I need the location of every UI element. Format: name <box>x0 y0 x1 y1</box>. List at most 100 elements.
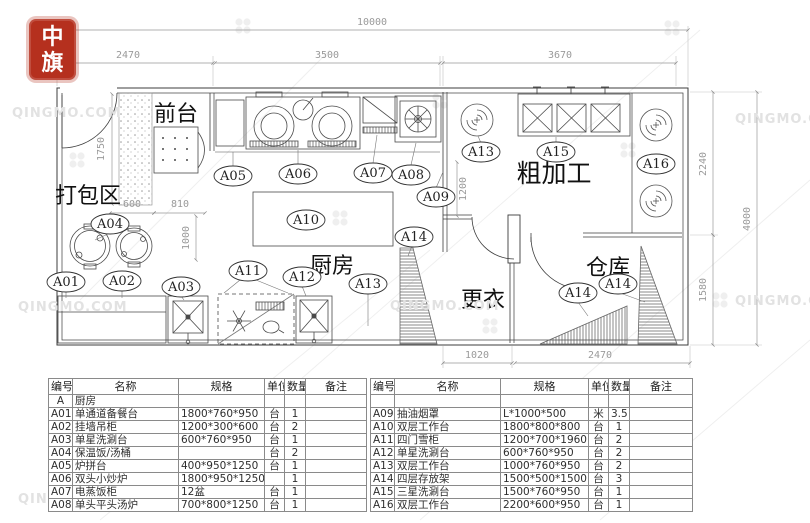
svg-text:A13: A13 <box>467 145 494 160</box>
room-labels: 前台 打包区 厨房 粗加工 更衣 仓库 <box>55 102 630 313</box>
tag-a16: A16 <box>636 153 676 175</box>
svg-text:A15: A15 <box>542 145 569 160</box>
stove-table-a05 <box>215 99 245 147</box>
svg-text:A05: A05 <box>219 169 246 184</box>
col-header-name: 名称 <box>72 378 179 395</box>
rack-wedge-a14 <box>399 247 438 345</box>
svg-text:A03: A03 <box>167 280 194 295</box>
svg-text:A10: A10 <box>292 213 319 228</box>
dim-right-upper: 2240 <box>698 152 709 176</box>
soup-stove-a08 <box>394 95 442 143</box>
svg-text:A14: A14 <box>400 230 427 245</box>
room-packing: 打包区 <box>55 184 121 209</box>
rack-wedge-a14 <box>539 305 628 345</box>
watermark-text: QINGMO.COM <box>735 294 810 309</box>
svg-text:A01: A01 <box>52 275 79 290</box>
sink-a03 <box>167 295 209 345</box>
svg-text:A07: A07 <box>359 166 386 181</box>
wok-stove-a06 <box>245 91 361 150</box>
col-header-unit: 单位 <box>588 378 609 395</box>
tag-a07: A07 <box>353 162 393 184</box>
storage-door-arc <box>530 236 584 290</box>
tag-a14: A14 <box>394 226 434 248</box>
tag-leaders <box>65 134 646 326</box>
textured-wall <box>118 92 153 206</box>
col-header-qty: 数量 <box>608 378 630 395</box>
tag-a05: A05 <box>213 165 253 187</box>
category-row: A 厨房 <box>48 394 367 408</box>
col-header-note: 备注 <box>629 378 693 395</box>
col-header-unit: 单位 <box>264 378 285 395</box>
svg-text:A11: A11 <box>234 264 261 279</box>
tag-a01: A01 <box>46 271 86 293</box>
fan-symbol <box>460 103 494 137</box>
tag-a09: A09 <box>416 186 456 208</box>
dim-bottom-right: 2470 <box>588 350 612 361</box>
col-header-spec: 规格 <box>500 378 589 395</box>
tag-a13-kitchen: A13 <box>348 273 388 295</box>
watermark-text: QINGMO.COM <box>390 299 500 314</box>
sink-a12 <box>295 295 333 344</box>
col-header-id: 编号 <box>370 378 395 395</box>
counter-a01-a02 <box>57 295 167 344</box>
room-front-desk: 前台 <box>154 102 198 127</box>
equipment-table-right: 编号 名称 规格 单位 数量 备注 A09抽油烟罩L*1000*500米3.5 … <box>370 378 693 512</box>
entrance-door-arc <box>61 92 118 149</box>
tag-a14-storage1: A14 <box>558 282 598 304</box>
worktable-a07 <box>362 96 398 134</box>
triple-sink-a15 <box>517 86 631 137</box>
col-header-id: 编号 <box>48 378 73 395</box>
tag-a15: A15 <box>536 141 576 163</box>
dim-810: 810 <box>171 199 189 210</box>
dim-seg-right: 3670 <box>548 50 572 61</box>
fan-symbol <box>639 108 673 142</box>
tag-a08: A08 <box>391 164 431 186</box>
dim-seg-left: 2470 <box>116 50 140 61</box>
island-worktable-a10 <box>252 191 394 247</box>
col-header-spec: 规格 <box>178 378 265 395</box>
tag-a13: A13 <box>461 141 501 163</box>
category-row <box>370 394 693 408</box>
col-header-name: 名称 <box>394 378 501 395</box>
watermark-text: QINGMO.COM <box>18 300 128 315</box>
rack-wedge-a14 <box>637 245 678 345</box>
dim-seg-mid: 3500 <box>315 50 339 61</box>
room-changing: 更衣 <box>461 288 505 313</box>
changing-door-arc <box>471 216 515 260</box>
svg-text:A12: A12 <box>288 270 315 285</box>
svg-text:A04: A04 <box>96 217 123 232</box>
seal-char-2: 旗 <box>41 49 64 76</box>
tag-a06: A06 <box>278 163 318 185</box>
dim-1000: 1000 <box>181 226 192 250</box>
tag-a12: A12 <box>282 266 322 288</box>
tag-a02: A02 <box>102 270 142 292</box>
col-header-qty: 数量 <box>284 378 306 395</box>
fan-symbol <box>639 184 673 218</box>
room-rough-prep: 粗加工 <box>516 159 591 188</box>
equipment <box>57 86 678 345</box>
watermark-text: QINGMO.COM <box>12 106 122 121</box>
tag-a04: A04 <box>90 213 130 235</box>
equipment-table-left: 编号 名称 规格 单位 数量 备注 A 厨房 A01单通道备餐台1800*760… <box>48 378 367 512</box>
svg-text:A06: A06 <box>284 167 311 182</box>
tag-a03: A03 <box>161 276 201 298</box>
seal-char-1: 中 <box>41 23 64 50</box>
svg-text:A14: A14 <box>564 286 591 301</box>
svg-text:A14: A14 <box>604 277 631 292</box>
fridge-a11 <box>217 293 295 345</box>
dim-entry: 1750 <box>96 137 107 161</box>
